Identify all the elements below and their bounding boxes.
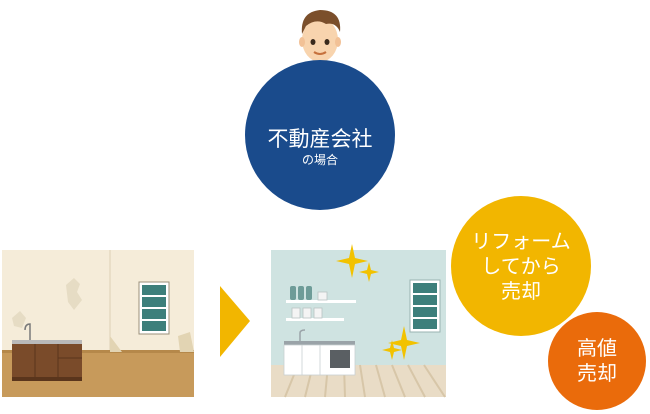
- agent-subtitle: の場合: [301, 153, 338, 167]
- arrow-right-icon: [220, 286, 250, 357]
- high-price-sale-badge: 高値 売却: [548, 312, 646, 410]
- high-price-line-1: 高値: [577, 336, 617, 360]
- old-room-illustration: [2, 250, 194, 397]
- agent-title: 不動産会社: [267, 127, 373, 151]
- reform-then-sell-badge: リフォーム してから 売却: [451, 196, 591, 336]
- real-estate-agent-badge: 不動産会社 の場合: [245, 60, 395, 210]
- reform-line-1: リフォーム: [471, 228, 571, 253]
- renovated-room-illustration: [271, 250, 446, 398]
- reform-line-3: 売却: [501, 278, 541, 303]
- sparkle-icon: [336, 244, 420, 360]
- reform-line-2: してから: [481, 253, 561, 278]
- high-price-line-2: 売却: [577, 361, 617, 385]
